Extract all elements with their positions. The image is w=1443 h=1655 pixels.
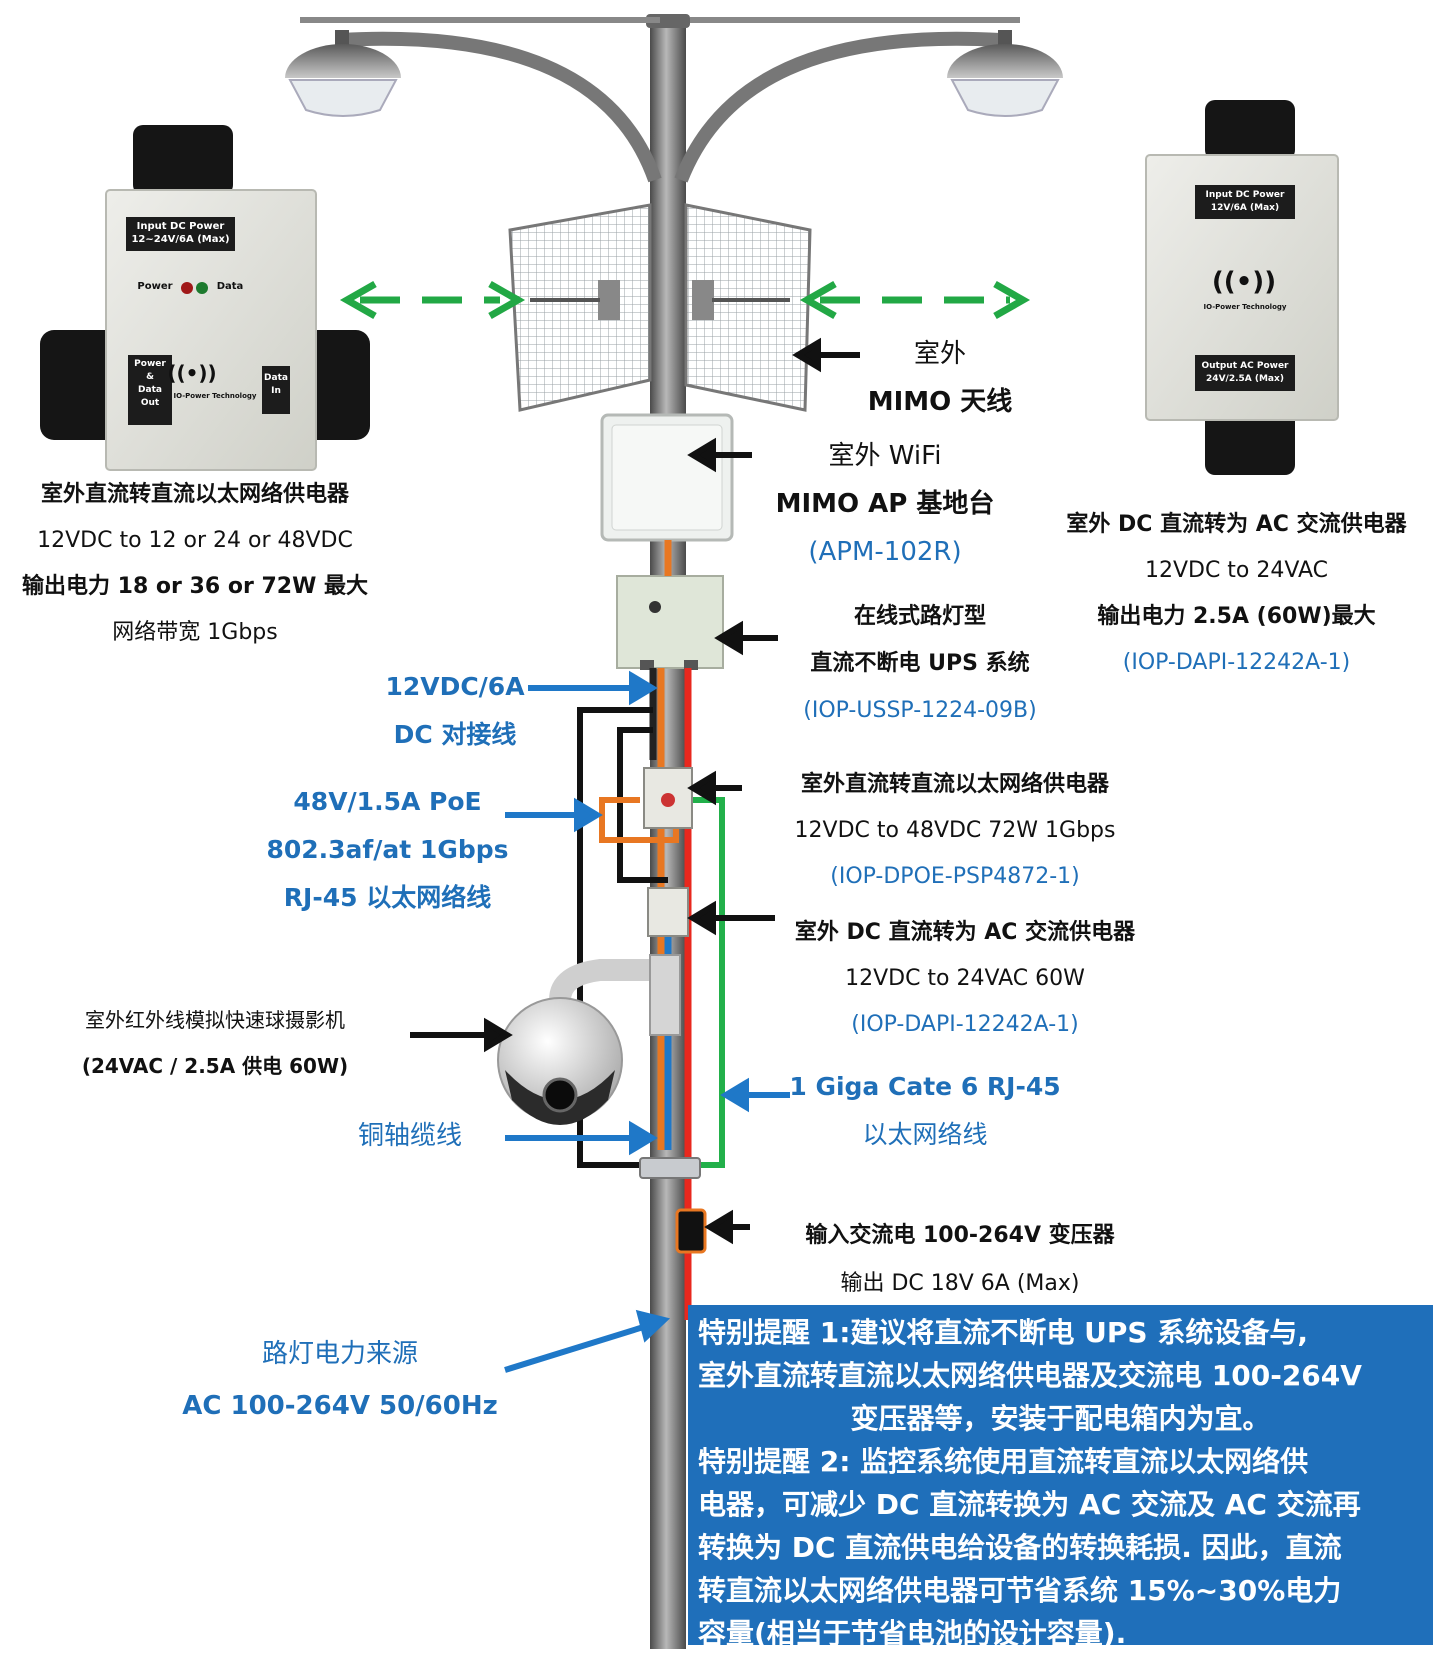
transformer-unit [675,1208,707,1254]
wireless-arrow-right [799,280,1031,320]
ptz-camera [497,954,681,1125]
transformer-label: 输入交流电 100-264V 变压器 输出 DC 18V 6A (Max) [805,1223,1115,1296]
right-dcac-box: ((•)) [1145,100,1339,475]
note2-line-c: 转换为 DC 直流供电给设备的转换耗损. 因此，直流 [698,1531,1342,1564]
note1-line-c: 变压器等，安装于配电箱内为宜。 [850,1402,1271,1435]
poe-injector-label: 室外直流转直流以太网络供电器 12VDC to 48VDC 72W 1Gbps … [794,772,1116,889]
coax-label: 铜轴缆线 [357,1121,462,1151]
pointer-arrows-black [410,337,860,1245]
left-box-data-label: Data [216,281,244,292]
right-box-output-label: Output AC Power 24V/2.5A (Max) [1201,361,1289,384]
left-box-power-data-out-label: Power & Data Out [134,359,166,408]
wireless-arrow-left [339,280,526,320]
right-box-brand: IO-Power Technology [1203,303,1287,311]
note2-line-b: 电器，可减少 DC 直流转换为 AC 交流及 AC 交流再 [698,1488,1361,1521]
note1-line-b: 室外直流转直流以太网络供电器及交流电 100-264V [698,1359,1362,1392]
ap-label: 室外 WiFi MIMO AP 基地台 (APM-102R) [775,441,995,567]
left-box-power-label: Power [137,281,173,292]
poe-cable-label: 48V/1.5A PoE 802.3af/at 1Gbps RJ-45 以太网络… [266,787,509,912]
note2-line-d: 转直流以太网络供电器可节省系统 15%~30%电力 [698,1574,1342,1607]
streetlight-power-label: 路灯电力来源 AC 100-264V 50/60Hz [182,1339,498,1421]
note1-line-a: 特别提醒 1:建议将直流不断电 UPS 系统设备与, [698,1316,1308,1349]
lamp-right [947,30,1063,117]
right-device-description: 室外 DC 直流转为 AC 交流供电器 12VDC to 24VAC 输出电力 … [1066,512,1407,675]
dc-cable-label: 12VDC/6A DC 对接线 [385,672,525,749]
right-box-logo-icon: ((•)) [1212,267,1276,297]
ups-box [616,575,724,670]
left-device-description: 室外直流转直流以太网络供电器 12VDC to 12 or 24 or 48VD… [22,482,368,645]
left-box-data-in-label: Data In [264,373,288,396]
street-pole [300,14,1020,1649]
left-box-logo-icon: ((•)) [167,361,216,385]
ups-label: 在线式路灯型 直流不断电 UPS 系统 (IOP-USSP-1224-09B) [803,604,1037,723]
left-box-brand: IO-Power Technology [173,392,257,400]
note2-line-e: 容量(相当于节省电池的设计容量). [698,1617,1127,1650]
camera-label: 室外红外线模拟快速球摄影机 (24VAC / 2.5A 供电 60W) [81,1008,349,1078]
dcac-label: 室外 DC 直流转为 AC 交流供电器 12VDC to 24VAC 60W (… [794,920,1136,1037]
left-dcdc-box: ((•)) [40,125,370,471]
coax-balun [639,1157,701,1179]
pointer-arrows-blue [504,670,790,1373]
lamp-left [285,30,401,117]
antenna-label: 室外 MIMO 天线 [867,339,1013,417]
special-notes-box: 特别提醒 1:建议将直流不断电 UPS 系统设备与, 室外直流转直流以太网络供电… [688,1305,1433,1650]
poe-injector-unit [643,767,693,829]
left-box-input-label: Input DC Power 12~24V/6A (Max) [131,221,230,245]
note2-line-a: 特别提醒 2: 监控系统使用直流转直流以太网络供 [698,1445,1309,1478]
right-box-input-label: Input DC Power 12V/6A (Max) [1205,190,1285,213]
dcac-unit [647,887,689,937]
cat6-label: 1 Giga Cate 6 RJ-45 以太网络线 [789,1072,1061,1149]
wifi-ap-unit [600,413,734,542]
antenna-right [684,203,812,412]
antenna-left [508,203,652,412]
